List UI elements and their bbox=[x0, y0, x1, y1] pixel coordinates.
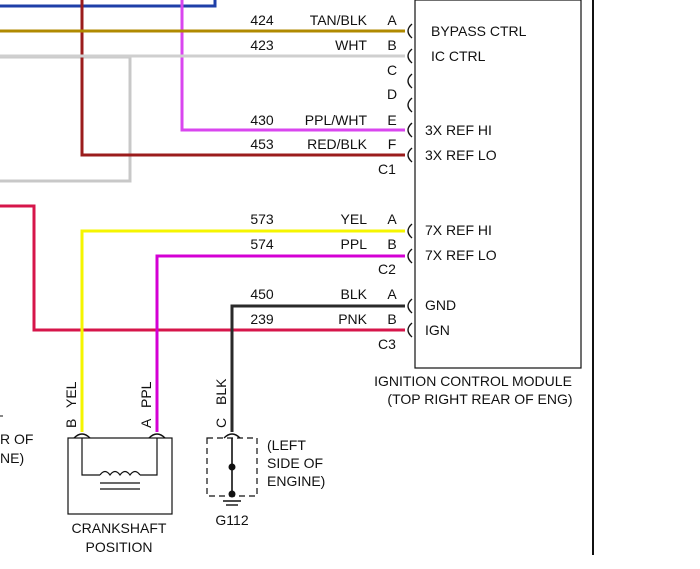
terminal-c1-b bbox=[407, 48, 413, 64]
pin-letter: B bbox=[387, 37, 396, 53]
circuit-number: 450 bbox=[250, 286, 274, 302]
pin-function: IGN bbox=[425, 322, 450, 338]
wire-red-blk-453 bbox=[80, 0, 405, 157]
circuit-number: 423 bbox=[250, 37, 274, 53]
connector-c2: 573 YEL A 7X REF HI 574 PPL B 7X REF LO … bbox=[250, 211, 496, 277]
circuit-number: 574 bbox=[250, 236, 274, 252]
terminal-c1-f bbox=[407, 147, 413, 163]
circuit-number: 453 bbox=[250, 136, 274, 152]
terminal-c3-a bbox=[407, 298, 413, 314]
terminal-c2-a bbox=[407, 223, 413, 239]
sensor-name: POSITION bbox=[86, 539, 153, 555]
wire-color-label: YEL bbox=[341, 211, 368, 227]
connector-c3: 450 BLK A GND 239 PNK B IGN C3 bbox=[250, 286, 456, 352]
crankshaft-position-sensor: B YEL A PPL CRANKSHAFT POSITION bbox=[63, 381, 173, 555]
wire-color-label: TAN/BLK bbox=[310, 12, 368, 28]
wire-yel-573 bbox=[80, 229, 405, 432]
ground-terminal bbox=[223, 433, 241, 439]
ground-g112: C BLK (LEFT SIDE OF ENGINE) G112 bbox=[206, 378, 325, 528]
sensor-internal-wiring bbox=[81, 438, 158, 476]
connector-c1: 424 TAN/BLK A BYPASS CTRL 423 WHT B IC C… bbox=[250, 12, 526, 177]
module-location: (TOP RIGHT REAR OF ENG) bbox=[387, 391, 572, 407]
terminal-c1-c bbox=[407, 73, 413, 89]
connector-label: C3 bbox=[378, 336, 396, 352]
cut-off-text: R OF bbox=[0, 431, 33, 447]
terminal-c3-b bbox=[407, 322, 413, 338]
pin-function: 3X REF LO bbox=[425, 147, 497, 163]
module-name: IGNITION CONTROL MODULE bbox=[374, 373, 572, 389]
wire-blk-450 bbox=[230, 304, 405, 432]
terminal-c1-a bbox=[407, 23, 413, 39]
wire-color-label: PNK bbox=[338, 311, 367, 327]
ground-location: (LEFT bbox=[267, 437, 306, 453]
sensor-wire-color: PPL bbox=[138, 381, 154, 408]
pin-letter: B bbox=[387, 311, 396, 327]
sensor-terminal-a bbox=[148, 433, 166, 439]
ground-wire-color: BLK bbox=[213, 378, 229, 405]
sensor-coil-icon bbox=[99, 470, 141, 477]
pin-function: BYPASS CTRL bbox=[431, 23, 527, 39]
pin-function: GND bbox=[425, 297, 456, 313]
cut-off-text: NE) bbox=[0, 450, 24, 466]
pin-letter: A bbox=[387, 211, 397, 227]
circuit-number: 573 bbox=[250, 211, 274, 227]
connector-label: C2 bbox=[378, 261, 396, 277]
sensor-pin-letter: B bbox=[63, 419, 79, 428]
wire-ppl-574 bbox=[155, 254, 405, 432]
terminal-c1-d bbox=[407, 97, 413, 113]
wire-ppl-wht-430 bbox=[180, 0, 405, 132]
pin-function: IC CTRL bbox=[431, 48, 486, 64]
ground-location: SIDE OF bbox=[267, 455, 323, 471]
sensor-housing bbox=[67, 437, 173, 515]
circuit-number: 239 bbox=[250, 311, 274, 327]
sensor-terminal-b bbox=[73, 433, 91, 439]
pin-letter: F bbox=[388, 136, 397, 152]
circuit-number: 424 bbox=[250, 12, 274, 28]
wire-color-label: BLK bbox=[341, 286, 368, 302]
wire-color-label: WHT bbox=[335, 37, 367, 53]
wire-color-label: PPL bbox=[341, 236, 368, 252]
wire-pnk-239 bbox=[0, 204, 405, 332]
terminal-c1-e bbox=[407, 122, 413, 138]
pin-function: 7X REF LO bbox=[425, 247, 497, 263]
circuit-number: 430 bbox=[250, 112, 274, 128]
wire-color-label: PPL/WHT bbox=[305, 112, 368, 128]
sensor-pin-letter: A bbox=[138, 418, 154, 428]
ground-location: ENGINE) bbox=[267, 473, 325, 489]
pin-letter: A bbox=[387, 12, 397, 28]
connector-label: C1 bbox=[378, 161, 396, 177]
ground-pin-letter: C bbox=[213, 418, 229, 428]
sensor-name: CRANKSHAFT bbox=[72, 520, 167, 536]
splice-dot bbox=[228, 463, 236, 471]
wire-blue-top bbox=[0, 0, 217, 8]
terminal-c2-b bbox=[407, 248, 413, 264]
pin-function: 3X REF HI bbox=[425, 122, 492, 138]
sensor-wire-color: YEL bbox=[63, 381, 79, 408]
ignition-control-module-box bbox=[414, 0, 582, 369]
pin-letter: D bbox=[387, 86, 397, 102]
pin-letter: A bbox=[387, 286, 397, 302]
pin-letter: E bbox=[387, 112, 396, 128]
splice-dot bbox=[228, 490, 236, 498]
ground-label: G112 bbox=[215, 512, 248, 528]
wire-color-label: RED/BLK bbox=[307, 136, 368, 152]
wire-gray-loop bbox=[0, 55, 132, 183]
pin-function: 7X REF HI bbox=[425, 222, 492, 238]
pin-letter: C bbox=[387, 62, 397, 78]
pin-letter: B bbox=[387, 236, 396, 252]
module-terminals bbox=[407, 23, 413, 338]
